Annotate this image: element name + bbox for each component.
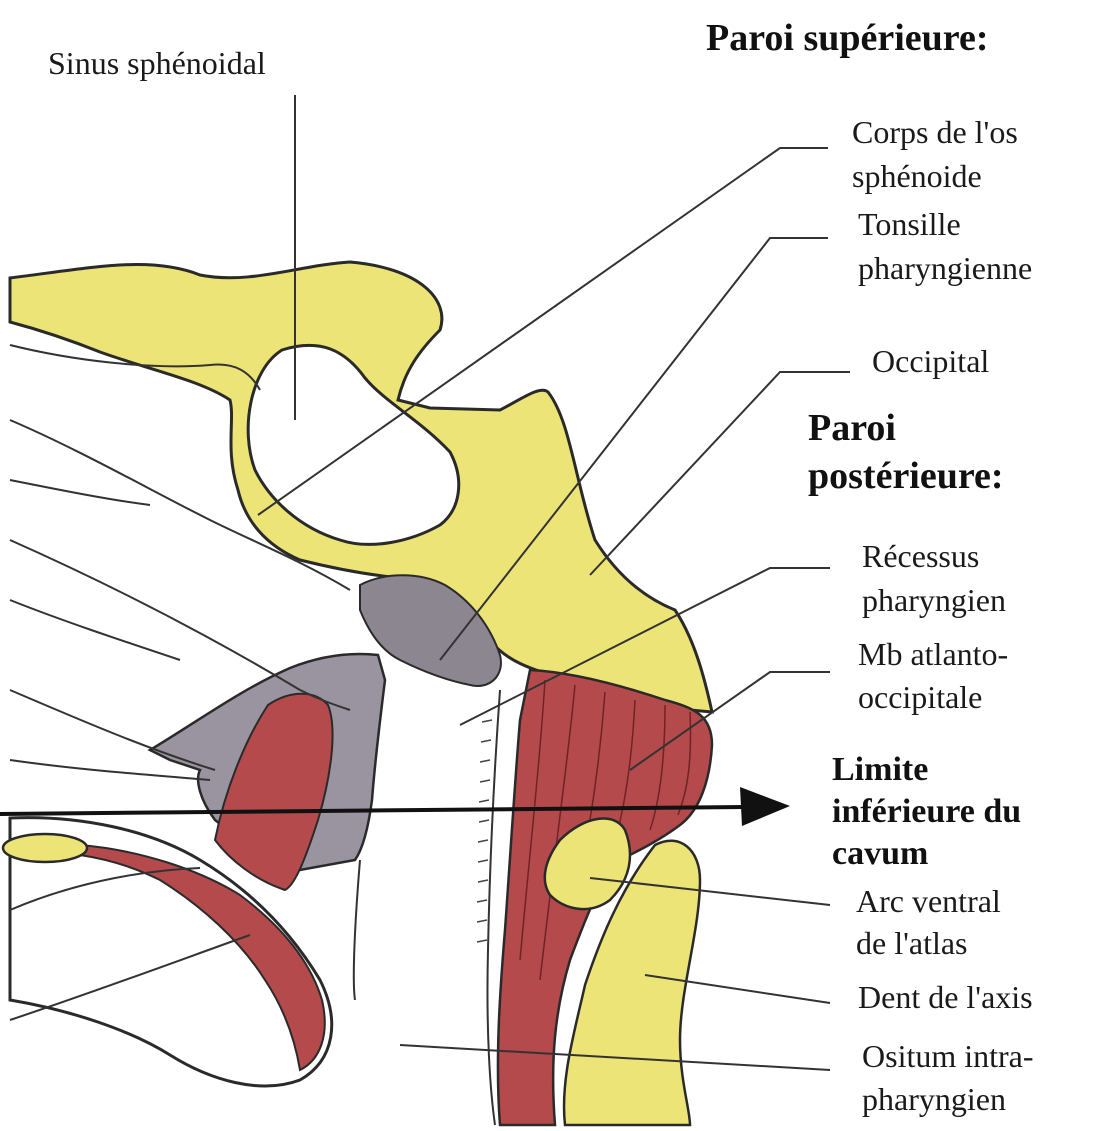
header-posterior-wall-1: Paroi [808,407,896,449]
label-recessus-2: pharyngien [862,582,1006,618]
pharyngeal-septum [354,860,360,1000]
header-inferior-limit-1: Limite [832,751,928,788]
label-sinus-sphenoidal: Sinus sphénoidal [48,45,266,81]
label-recessus-1: Récessus [862,538,979,574]
label-corps-os-sphenoide-2: sphénoide [852,158,982,194]
header-posterior-wall-2: postérieure: [808,455,1004,497]
label-occipital: Occipital [872,343,989,379]
label-tonsille-2: pharyngienne [858,250,1032,286]
header-inferior-limit-2: inférieure du [832,793,1021,830]
header-inferior-limit-3: cavum [832,835,928,872]
label-ositum-1: Ositum intra- [862,1038,1034,1074]
label-tonsille-1: Tonsille [858,206,961,242]
header-superior-wall: Paroi supérieure: [706,17,989,59]
illustration [3,262,712,1125]
label-ositum-2: pharyngien [862,1081,1006,1117]
hard-palate-tip [3,834,87,862]
label-mb-atlanto-2: occipitale [858,679,982,715]
label-corps-os-sphenoide-1: Corps de l'os [852,114,1018,150]
label-arc-ventral-1: Arc ventral [856,883,1001,919]
label-dent-axis: Dent de l'axis [858,979,1033,1015]
label-mb-atlanto-1: Mb atlanto- [858,636,1008,672]
label-arc-ventral-2: de l'atlas [856,925,968,961]
